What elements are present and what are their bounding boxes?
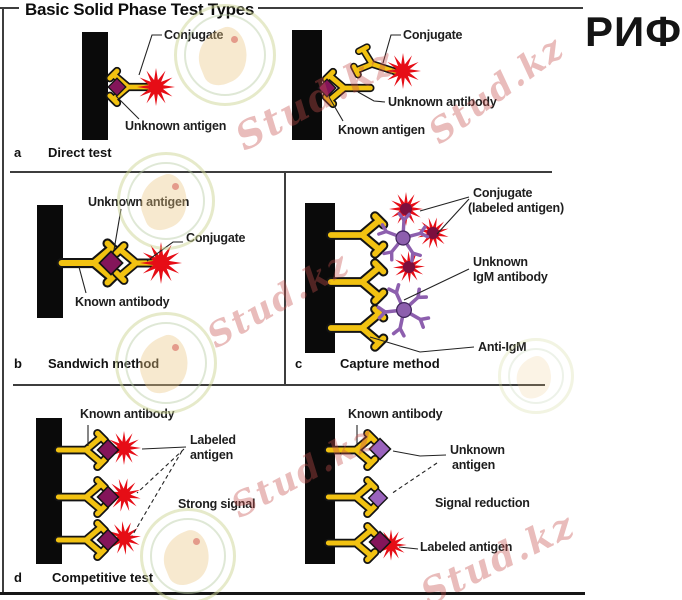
- label-conjugate: Conjugate: [186, 231, 246, 245]
- panel-capture-art: [331, 192, 475, 353]
- label-labeled-line2: antigen: [190, 448, 234, 462]
- label-unknown-line2: antigen: [452, 458, 496, 472]
- fluorescent-signal-icon: [137, 68, 175, 106]
- divider-vertical-bc: [284, 172, 286, 385]
- label-labeled-antigen: Labeled antigen: [420, 540, 513, 554]
- leader-lines: [115, 34, 162, 120]
- label-unknown-line1: Unknown: [450, 443, 505, 457]
- label-known-antibody: Known antibody: [348, 407, 443, 421]
- label-labeled-line1: Labeled: [190, 433, 236, 447]
- fluorescent-signal-icon: [385, 53, 421, 89]
- title-rule-right: [258, 7, 583, 9]
- anti-igm-antibody-icon: [331, 309, 384, 347]
- antibody-known-icon: [328, 526, 375, 559]
- title-rule-left: [0, 7, 19, 9]
- anti-igm-antibody-icon: [331, 263, 384, 301]
- label-unknown-antigen: Unknown antigen: [125, 119, 227, 133]
- antigen-core-icon: [427, 227, 439, 239]
- corner-label-rif: РИФ: [585, 8, 682, 55]
- label-strong-signal: Strong signal: [178, 497, 256, 511]
- antigen-core-icon: [403, 261, 415, 273]
- label-known-antibody: Known antibody: [80, 407, 175, 421]
- panel-sandwich-art: [62, 208, 183, 294]
- label-known-antibody: Known antibody: [75, 295, 170, 309]
- caption-sandwich-method: Sandwich method: [48, 356, 160, 371]
- caption-competitive-test: Competitive test: [52, 570, 154, 585]
- label-signal-reduction: Signal reduction: [435, 496, 530, 510]
- label-conjugate-line1: Conjugate: [473, 186, 533, 200]
- antigen-core-icon: [400, 203, 412, 215]
- divider-row2: [13, 384, 545, 386]
- caption-capture-method: Capture method: [340, 356, 440, 371]
- divider-row1: [10, 171, 552, 173]
- antibody-known-icon: [328, 480, 375, 513]
- panel-letter-c: c: [295, 356, 303, 371]
- frame-bottom-border: [0, 592, 585, 595]
- solid-phase-bar-direct-left: [82, 32, 108, 140]
- antibody-known-icon: [328, 433, 375, 466]
- leader-lines: [369, 196, 475, 353]
- leader-lines: [356, 425, 447, 550]
- panel-direct-left-art: [108, 34, 175, 120]
- panel-competitive-left-art: [58, 425, 187, 560]
- panel-letter-a: a: [14, 145, 22, 160]
- solid-phase-bar-direct-right: [292, 30, 322, 140]
- label-known-antigen: Known antigen: [338, 123, 425, 137]
- anti-igm-antibody-icon: [331, 216, 384, 254]
- label-unknown-igm-line2: IgM antibody: [473, 270, 548, 284]
- frame-left-border: [2, 8, 4, 594]
- label-anti-igm: Anti-IgM: [478, 340, 527, 354]
- label-unknown-igm-line1: Unknown: [473, 255, 528, 269]
- panel-letter-d: d: [14, 570, 22, 585]
- leader-lines: [87, 425, 187, 537]
- label-unknown-antibody: Unknown antibody: [388, 95, 497, 109]
- caption-direct-test: Direct test: [48, 145, 112, 160]
- panel-direct-right-art: [317, 34, 421, 122]
- label-conjugate-line2: (labeled antigen): [468, 201, 564, 215]
- label-conjugate: Conjugate: [403, 28, 463, 42]
- leader-lines: [328, 34, 401, 122]
- label-conjugate: Conjugate: [164, 28, 224, 42]
- panel-competitive-right-art: [328, 425, 447, 561]
- label-unknown-antigen: Unknown antigen: [88, 195, 190, 209]
- panel-letter-b: b: [14, 356, 22, 371]
- fluorescent-signal-icon: [140, 242, 182, 284]
